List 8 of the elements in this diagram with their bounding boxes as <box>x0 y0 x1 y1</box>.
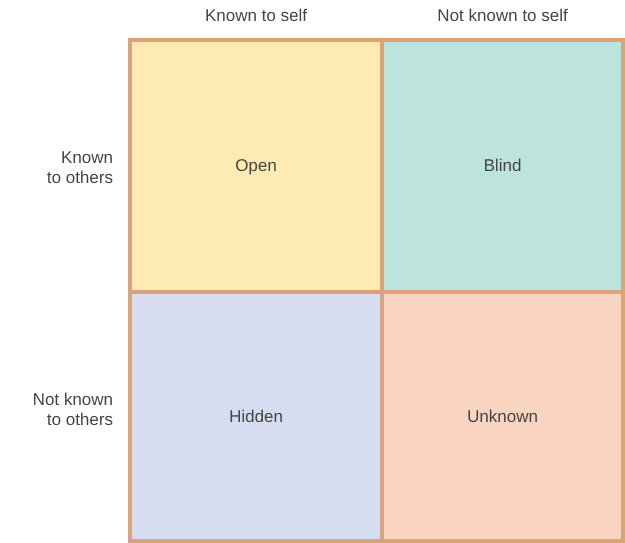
row-heading: Known to others <box>46 148 113 187</box>
row-heading: Not known to others <box>32 390 113 429</box>
quadrant-label: Unknown <box>467 406 538 426</box>
column-heading: Not known to self <box>437 6 568 25</box>
quadrant-label: Open <box>235 156 277 176</box>
column-heading: Known to self <box>204 6 308 25</box>
quadrant-label: Blind <box>484 156 522 176</box>
quadrant-label: Hidden <box>229 406 283 426</box>
